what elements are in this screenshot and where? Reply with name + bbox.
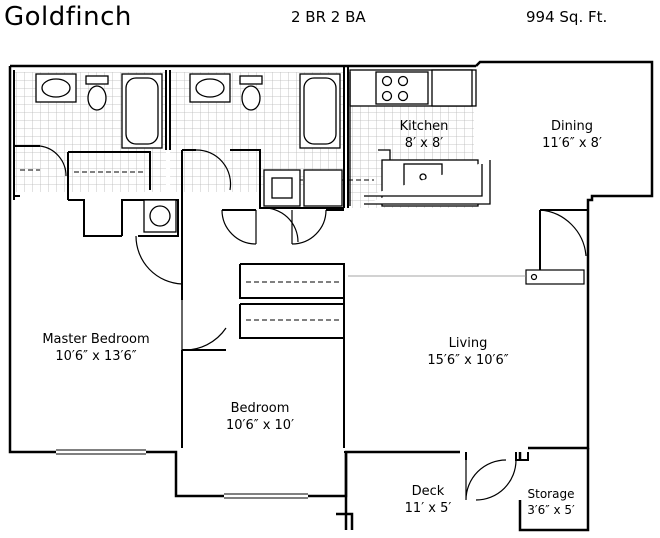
dining-size: 11′6″ x 8′	[542, 136, 602, 151]
bedroom-label: Bedroom	[231, 401, 290, 416]
bedroom-size: 10′6″ x 10′	[226, 418, 294, 433]
door-swings	[39, 145, 587, 501]
deck-size: 11′ x 5′	[405, 501, 452, 516]
second-bath-fixtures	[189, 73, 341, 149]
living-shelf	[525, 269, 585, 285]
storage-size: 3′6″ x 5′	[527, 503, 575, 517]
square-footage: 994 Sq. Ft.	[526, 8, 608, 26]
master-bedroom-label: Master Bedroom	[42, 332, 149, 347]
kitchen-size: 8′ x 8′	[405, 136, 443, 151]
living-size: 15′6″ x 10′6″	[427, 353, 508, 368]
dining-label: Dining	[551, 119, 593, 134]
bed-bath-count: 2 BR 2 BA	[291, 8, 366, 26]
master-bedroom-size: 10′6″ x 13′6″	[55, 349, 136, 364]
kitchen-label: Kitchen	[400, 119, 449, 134]
master-bath-fixtures	[35, 73, 177, 233]
exterior-walls	[8, 60, 654, 532]
storage-label: Storage	[528, 487, 575, 501]
kitchen-fixtures	[349, 69, 491, 207]
living-label: Living	[449, 336, 488, 351]
deck-label: Deck	[412, 484, 445, 499]
window-lines	[56, 449, 308, 499]
plan-name: Goldfinch	[4, 2, 132, 32]
laundry-appliances	[263, 169, 343, 207]
